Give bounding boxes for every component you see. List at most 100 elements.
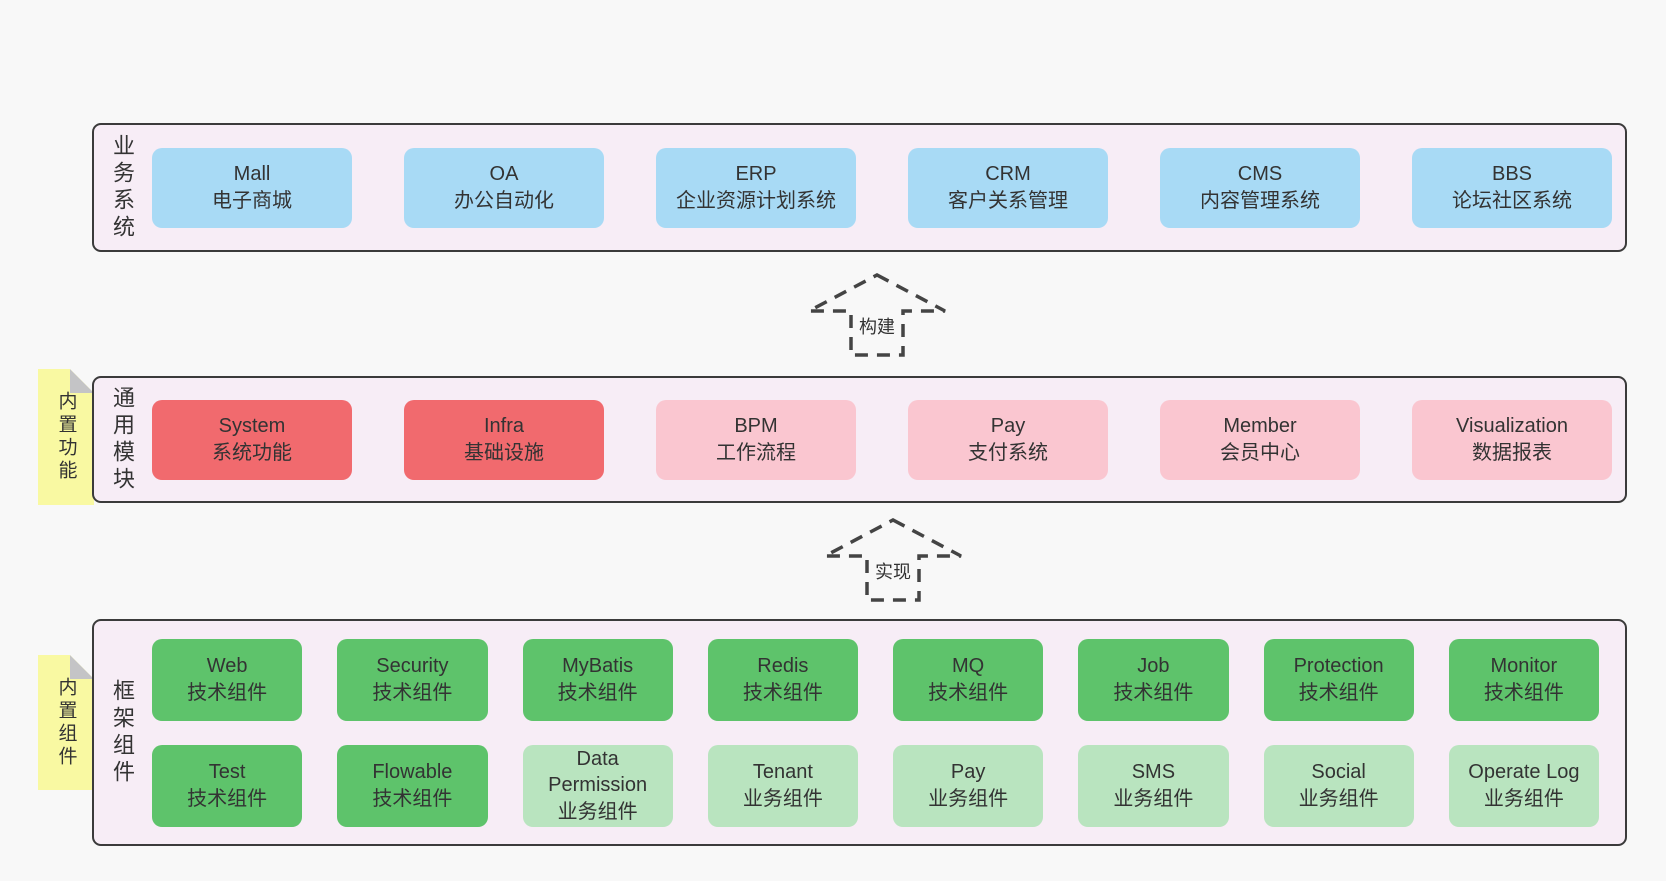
component-row: Mall 电子商城 OA 办公自动化 ERP 企业资源计划系统 CRM 客户关系管理 CMS 内容… bbox=[152, 147, 1612, 228]
component-box: Social 业务组件 bbox=[1263, 744, 1414, 827]
folded-corner bbox=[70, 655, 94, 679]
box-subtitle: 技术组件 bbox=[372, 787, 453, 810]
box-subtitle: 工作流程 bbox=[716, 441, 796, 464]
box-title: Test bbox=[208, 761, 246, 784]
sticky-tab-builtin-components: 内置组件 bbox=[38, 655, 94, 790]
box-title: Redis bbox=[757, 655, 809, 678]
box-title: Operate Log bbox=[1468, 761, 1580, 784]
sticky-tab-label: 内置功能 bbox=[55, 391, 77, 483]
box-subtitle: 客户关系管理 bbox=[948, 189, 1068, 212]
layer-business-systems: 业务系统 Mall 电子商城 OA 办公自动化 ERP 企业资源计划系统 CRM 客户关系管理… bbox=[92, 123, 1627, 252]
arrow-label: 构建 bbox=[856, 313, 898, 339]
box-subtitle: 系统功能 bbox=[212, 441, 292, 464]
component-box: Flowable 技术组件 bbox=[337, 744, 488, 827]
component-box: ERP 企业资源计划系统 bbox=[656, 147, 856, 228]
box-title: Job bbox=[1137, 655, 1170, 678]
box-title: Web bbox=[206, 655, 248, 678]
component-box: CMS 内容管理系统 bbox=[1160, 147, 1360, 228]
box-title: ERP bbox=[735, 163, 777, 186]
component-box: BBS 论坛社区系统 bbox=[1412, 147, 1612, 228]
box-subtitle: 论坛社区系统 bbox=[1452, 189, 1572, 212]
sticky-tab-label: 内置组件 bbox=[55, 676, 77, 769]
box-subtitle: 会员中心 bbox=[1220, 441, 1300, 464]
box-title: OA bbox=[489, 163, 519, 186]
box-title: Flowable bbox=[372, 761, 453, 784]
component-box: CRM 客户关系管理 bbox=[908, 147, 1108, 228]
box-title: CRM bbox=[985, 163, 1031, 186]
box-subtitle: 技术组件 bbox=[928, 681, 1009, 704]
component-box: Visualization 数据报表 bbox=[1412, 399, 1612, 480]
box-title: MyBatis bbox=[562, 655, 634, 678]
component-box: MyBatis 技术组件 bbox=[522, 638, 673, 721]
box-subtitle: 技术组件 bbox=[742, 681, 823, 704]
box-subtitle: 业务组件 bbox=[1113, 787, 1194, 810]
layer-label: 业务系统 bbox=[110, 133, 135, 242]
box-title: Pay bbox=[950, 761, 986, 784]
component-box: Infra 基础设施 bbox=[404, 399, 604, 480]
box-subtitle: 技术组件 bbox=[1113, 681, 1194, 704]
box-title: Mall bbox=[233, 163, 271, 186]
box-subtitle: 业务组件 bbox=[557, 800, 638, 823]
box-title: CMS bbox=[1237, 163, 1283, 186]
box-title: Protection bbox=[1293, 655, 1384, 678]
component-box: Redis 技术组件 bbox=[707, 638, 858, 721]
component-box: Job 技术组件 bbox=[1078, 638, 1229, 721]
box-title: Data Permission bbox=[548, 747, 648, 797]
box-title: SMS bbox=[1131, 761, 1176, 784]
component-box: Security 技术组件 bbox=[337, 638, 488, 721]
box-subtitle: 业务组件 bbox=[928, 787, 1009, 810]
folded-corner bbox=[70, 369, 94, 393]
box-subtitle: 技术组件 bbox=[557, 681, 638, 704]
box-title: Social bbox=[1311, 761, 1366, 784]
box-title: Visualization bbox=[1456, 415, 1568, 438]
box-title: Monitor bbox=[1490, 655, 1558, 678]
component-box: SMS 业务组件 bbox=[1078, 744, 1229, 827]
component-box: Protection 技术组件 bbox=[1263, 638, 1414, 721]
component-box: Pay 业务组件 bbox=[893, 744, 1044, 827]
box-subtitle: 业务组件 bbox=[1298, 787, 1379, 810]
component-box: Tenant 业务组件 bbox=[707, 744, 858, 827]
box-subtitle: 技术组件 bbox=[187, 787, 268, 810]
box-title: MQ bbox=[952, 655, 985, 678]
box-title: Tenant bbox=[752, 761, 813, 784]
box-title: Member bbox=[1223, 415, 1297, 438]
box-subtitle: 内容管理系统 bbox=[1200, 189, 1320, 212]
box-subtitle: 业务组件 bbox=[742, 787, 823, 810]
component-box: Web 技术组件 bbox=[152, 638, 303, 721]
box-subtitle: 技术组件 bbox=[1483, 681, 1564, 704]
component-box: System 系统功能 bbox=[152, 399, 352, 480]
box-title: BBS bbox=[1491, 163, 1533, 186]
box-subtitle: 办公自动化 bbox=[454, 189, 554, 212]
component-box: Operate Log 业务组件 bbox=[1448, 744, 1599, 827]
box-subtitle: 基础设施 bbox=[464, 441, 544, 464]
box-title: System bbox=[218, 415, 286, 438]
component-box: Test 技术组件 bbox=[152, 744, 303, 827]
box-subtitle: 业务组件 bbox=[1483, 787, 1564, 810]
box-subtitle: 技术组件 bbox=[187, 681, 268, 704]
box-subtitle: 企业资源计划系统 bbox=[676, 189, 836, 212]
box-title: Infra bbox=[483, 415, 525, 438]
box-title: Pay bbox=[990, 415, 1026, 438]
box-subtitle: 电子商城 bbox=[212, 189, 292, 212]
box-subtitle: 技术组件 bbox=[1298, 681, 1379, 704]
box-subtitle: 技术组件 bbox=[372, 681, 453, 704]
component-box: Data Permission 业务组件 bbox=[522, 744, 673, 827]
component-box: OA 办公自动化 bbox=[404, 147, 604, 228]
layer-label: 框架组件 bbox=[110, 678, 135, 787]
arrow-label: 实现 bbox=[872, 558, 914, 584]
box-title: Security bbox=[376, 655, 449, 678]
box-subtitle: 数据报表 bbox=[1472, 441, 1552, 464]
component-box: MQ 技术组件 bbox=[893, 638, 1044, 721]
component-box: Member 会员中心 bbox=[1160, 399, 1360, 480]
arrow-implement: 实现 bbox=[821, 516, 965, 604]
